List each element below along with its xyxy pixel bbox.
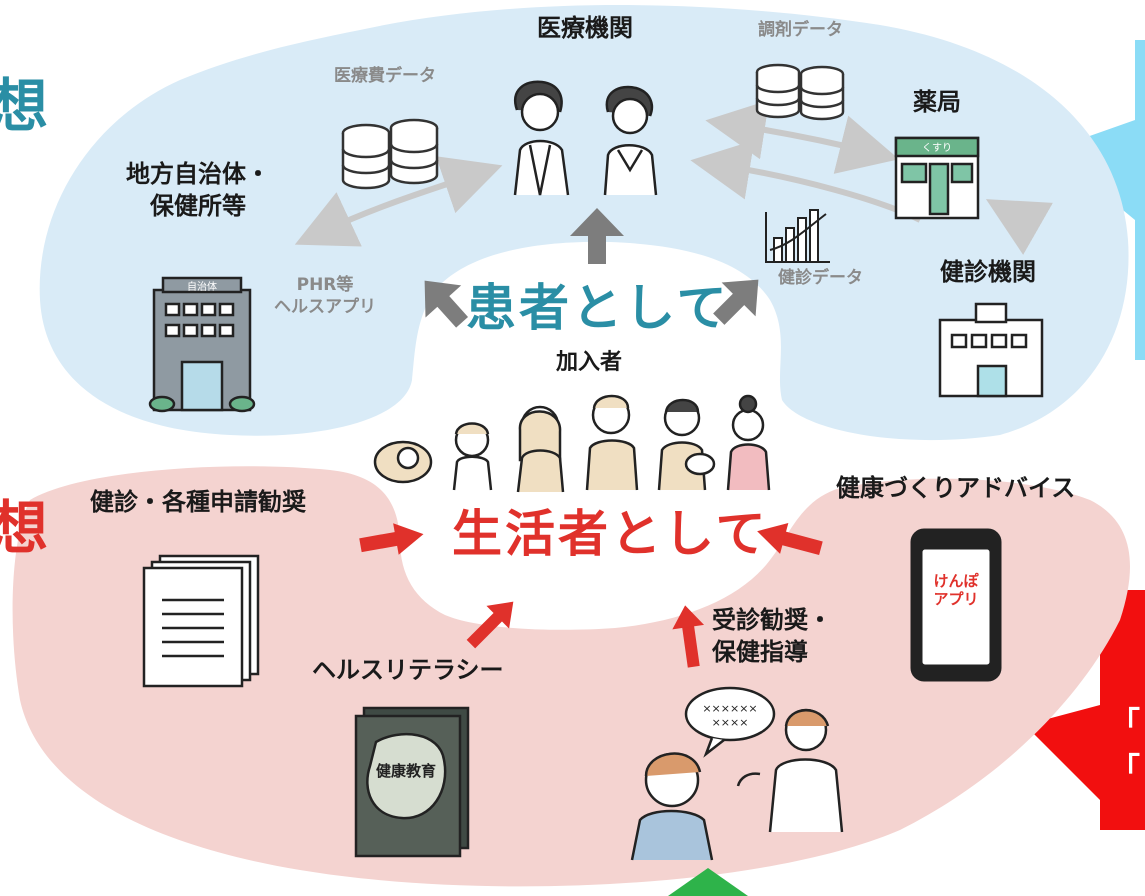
arrow-from-health-literacy <box>466 601 514 649</box>
consult-guidance-label: 受診勧奨・ 保健指導 <box>712 606 832 667</box>
database-icon <box>755 63 845 121</box>
counseling-icon: ×××××× ×××× <box>630 686 844 861</box>
arrow-checkup-pharmacy <box>985 199 1053 255</box>
family-members-icon <box>373 394 771 493</box>
right-red-bubble <box>1025 590 1145 830</box>
right-blue-bubble <box>1050 40 1145 360</box>
app-label-line2: アプリ <box>933 590 978 608</box>
gov-sign-text: 自治体 <box>187 280 217 293</box>
edge-fragment-bottom: 想 <box>0 494 49 562</box>
arrow-gov-medical <box>294 156 503 247</box>
doctor-nurse-icon <box>513 80 658 196</box>
city-hall-building-icon: 自治体 <box>148 276 256 413</box>
health-checkup-institution-label: 健診機関 <box>940 258 1036 286</box>
pharmacy-label: 薬局 <box>913 88 961 116</box>
as-life-person-title: 生活者として <box>452 505 769 563</box>
checkup-center-building-icon <box>938 302 1044 398</box>
as-patient-title: 患者として <box>466 279 730 337</box>
arrow-from-checkup-recommend <box>359 523 424 555</box>
speech-line2: ×××× <box>712 716 749 729</box>
medical-institution-label: 医療機関 <box>537 14 633 42</box>
app-label-line1: けんぽ <box>933 572 979 590</box>
pharmacy-sign-text: くすり <box>922 142 952 154</box>
up-arrow-to-medical <box>570 208 624 264</box>
arrow-pharmacy-medical <box>705 99 900 174</box>
life-region <box>12 466 1130 887</box>
edge-fragment-top: 想 <box>0 72 49 140</box>
pharmacy-building-icon: くすり <box>894 136 980 220</box>
book-icon: 健康教育 <box>354 706 470 858</box>
smartphone-icon: けんぽ アプリ <box>910 528 1002 682</box>
health-literacy-label: ヘルスリテラシー <box>312 656 504 684</box>
database-icon <box>341 118 439 190</box>
arrow-to-phr <box>424 280 469 328</box>
red-bubble-bracket-2: 「 <box>1110 752 1140 787</box>
bar-chart-icon <box>765 209 830 263</box>
red-bubble-bracket-1: 「 <box>1110 706 1140 741</box>
dispensing-data-label: 調剤データ <box>758 20 843 40</box>
health-advice-label: 健康づくりアドバイス <box>836 474 1076 502</box>
members-label: 加入者 <box>556 350 623 375</box>
local-government-label: 地方自治体・ 保健所等 <box>126 160 270 221</box>
checkup-data-label: 健診データ <box>778 268 863 288</box>
checkup-recommend-label: 健診・各種申請勧奨 <box>90 488 306 516</box>
book-title-text: 健康教育 <box>376 762 436 780</box>
medical-cost-data-label: 医療費データ <box>334 66 436 86</box>
document-stack-icon <box>142 554 260 688</box>
arrow-from-health-advice <box>757 522 823 556</box>
speech-line1: ×××××× <box>702 702 757 715</box>
arrow-to-checkup-data <box>713 279 759 325</box>
arrow-from-consult-guidance <box>672 605 705 668</box>
phr-apps-label: PHR等 ヘルスアプリ <box>274 275 376 318</box>
green-arrow-tip <box>668 868 748 896</box>
